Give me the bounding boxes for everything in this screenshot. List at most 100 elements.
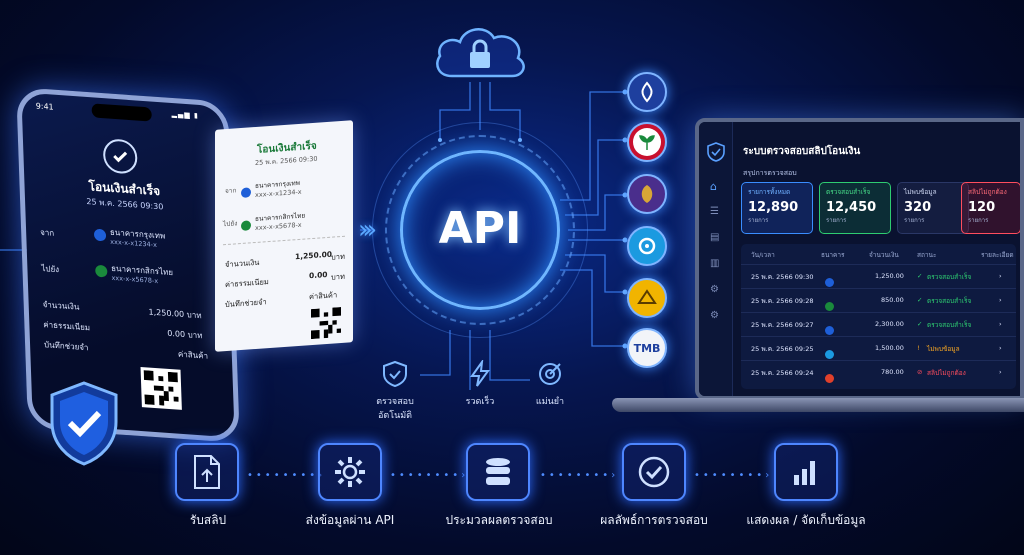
row-datetime: 25 พ.ค. 2566 09:25 <box>751 345 814 353</box>
bank-icon <box>93 226 107 246</box>
receipt-amount: 1,250.00 <box>295 249 333 262</box>
warning-icon: ! <box>917 344 920 352</box>
table-row[interactable]: 25 พ.ค. 2566 09:27 2,300.00 ✓ ตรวจสอบสำเ… <box>741 312 1016 335</box>
krungthai-bank-icon <box>627 226 667 266</box>
step-send-api <box>318 443 382 501</box>
phone-amount: 1,250.00 บาท <box>148 307 202 321</box>
gear-icon[interactable]: ⚙ <box>710 284 719 295</box>
transactions-table: วัน/เวลา ธนาคาร จำนวนเงิน สถานะ รายละเอี… <box>741 244 1016 389</box>
column-header: รายละเอียด <box>981 251 1014 259</box>
flow-arrow: ••••••••› <box>247 470 326 481</box>
bank-icon <box>95 262 108 282</box>
report-icon[interactable]: ▥ <box>710 258 720 269</box>
kasikorn-bank-icon <box>627 122 667 162</box>
api-label: API <box>438 203 522 254</box>
error-icon: ⊘ <box>917 368 923 376</box>
receipt-fee: 0.00 <box>309 269 328 281</box>
home-icon[interactable]: ⌂ <box>710 180 717 193</box>
stat-value: 120 <box>968 200 996 215</box>
step-label: ส่งข้อมูลผ่าน API <box>305 513 395 527</box>
krungsri-bank-icon <box>627 278 667 318</box>
table-row[interactable]: 25 พ.ค. 2566 09:30 1,250.00 ✓ ตรวจสอบสำเ… <box>741 264 1016 287</box>
check-circle-icon <box>102 138 138 175</box>
dashboard-sidebar: ⌂ ☰ ▤ ▥ ⚙ ⚙ <box>699 122 733 396</box>
row-amount: 780.00 <box>881 368 904 376</box>
stat-value: 320 <box>904 200 932 215</box>
shield-check-icon <box>50 381 118 466</box>
bangkok-bank-icon <box>627 72 667 112</box>
stat-not-found: ไม่พบข้อมูล 320 รายการ <box>897 182 969 234</box>
phone-time: 9:41 <box>35 101 54 112</box>
chevron-right-icon[interactable]: › <box>999 344 1002 352</box>
chevron-right-icon[interactable]: › <box>999 320 1002 328</box>
table-row[interactable]: 25 พ.ค. 2566 09:28 850.00 ✓ ตรวจสอบสำเร็… <box>741 288 1016 311</box>
step-receive-slip <box>175 443 239 501</box>
table-row[interactable]: 25 พ.ค. 2566 09:24 780.00 ⊘ สลิปไม่ถูกต้… <box>741 360 1016 383</box>
step-label: แสดงผล / จัดเก็บข้อมูล <box>746 513 866 527</box>
step-process <box>466 443 530 501</box>
step-label: ผลลัพธ์การตรวจสอบ <box>600 513 708 527</box>
feature-fast: รวดเร็ว <box>445 360 515 408</box>
row-datetime: 25 พ.ค. 2566 09:24 <box>751 369 814 377</box>
receipt-from-label: จาก <box>225 186 237 196</box>
row-status: ไม่พบข้อมูล <box>927 345 960 353</box>
summary-label: สรุปการตรวจสอบ <box>743 169 797 177</box>
bar-chart-icon <box>794 461 815 485</box>
chart-icon[interactable]: ▤ <box>710 232 720 243</box>
api-ring <box>400 150 560 310</box>
column-header: วัน/เวลา <box>751 251 775 259</box>
shield-check-icon <box>707 142 725 162</box>
phone-from-label: จาก <box>39 227 55 238</box>
table-row[interactable]: 25 พ.ค. 2566 09:25 1,500.00 ! ไม่พบข้อมู… <box>741 336 1016 359</box>
stat-label: รายการทั้งหมด <box>748 188 791 196</box>
receipt-amount-unit: บาท <box>331 251 345 262</box>
row-status: ตรวจสอบสำเร็จ <box>927 297 972 305</box>
column-header: สถานะ <box>917 251 937 259</box>
check-circle-icon <box>638 456 670 488</box>
chevron-right-icon: ››› <box>358 215 377 245</box>
row-status: ตรวจสอบสำเร็จ <box>927 321 972 329</box>
chevron-right-icon[interactable]: › <box>999 272 1002 280</box>
phone-notch <box>91 103 152 122</box>
check-circle-icon: ✓ <box>917 296 923 304</box>
qr-code <box>311 307 341 340</box>
laptop-base <box>612 398 1024 412</box>
stat-unit: รายการ <box>826 217 847 224</box>
receipt-amount-label: จำนวนเงิน <box>225 257 260 270</box>
phone-to-label: ไปยัง <box>41 263 60 275</box>
dashboard-title: ระบบตรวจสอบสลิปโอนเงิน <box>743 146 861 157</box>
phone-memo: ค่าสินค้า <box>177 349 209 361</box>
feature-label: แม่นยำ <box>535 397 565 407</box>
bank-icon <box>241 182 251 202</box>
list-icon[interactable]: ☰ <box>710 206 719 217</box>
phone-memo-label: บันทึกช่วยจำ <box>43 340 89 353</box>
api-ring-outer <box>372 122 588 338</box>
stat-invalid: สลิปไม่ถูกต้อง 120 รายการ <box>961 182 1020 234</box>
stat-success: ตรวจสอบสำเร็จ 12,450 รายการ <box>819 182 891 234</box>
column-header: ธนาคาร <box>821 251 845 259</box>
flow-arrow: ••••••••› <box>390 470 469 481</box>
chevron-right-icon[interactable]: › <box>999 368 1002 376</box>
chevron-right-icon[interactable]: › <box>999 296 1002 304</box>
qr-code <box>140 366 182 410</box>
row-amount: 1,250.00 <box>875 272 904 280</box>
phone-mockup: 9:41 ▂▄▆ ▮ โอนเงินสำเร็จ 25 พ.ค. 2566 09… <box>16 87 240 443</box>
row-amount: 1,500.00 <box>875 344 904 352</box>
stat-value: 12,450 <box>826 200 877 215</box>
phone-fee: 0.00 บาท <box>167 328 203 341</box>
row-status: ตรวจสอบสำเร็จ <box>927 273 972 281</box>
stat-label: ไม่พบข้อมูล <box>904 188 937 196</box>
receipt-memo-label: บันทึกช่วยจำ <box>225 297 267 310</box>
settings-icon[interactable]: ⚙ <box>710 310 719 321</box>
scb-bank-icon <box>627 174 667 214</box>
phone-signal-icon: ▂▄▆ ▮ <box>171 109 199 120</box>
flow-arrow: ••••••••› <box>540 470 619 481</box>
phone-fee-label: ค่าธรรมเนียม <box>43 320 91 333</box>
phone-amount-label: จำนวนเงิน <box>42 300 80 312</box>
row-status: สลิปไม่ถูกต้อง <box>927 369 966 377</box>
stat-unit: รายการ <box>748 217 769 224</box>
row-datetime: 25 พ.ค. 2566 09:27 <box>751 321 814 329</box>
database-icon <box>486 458 510 485</box>
row-datetime: 25 พ.ค. 2566 09:28 <box>751 297 814 305</box>
gear-icon <box>335 457 365 487</box>
